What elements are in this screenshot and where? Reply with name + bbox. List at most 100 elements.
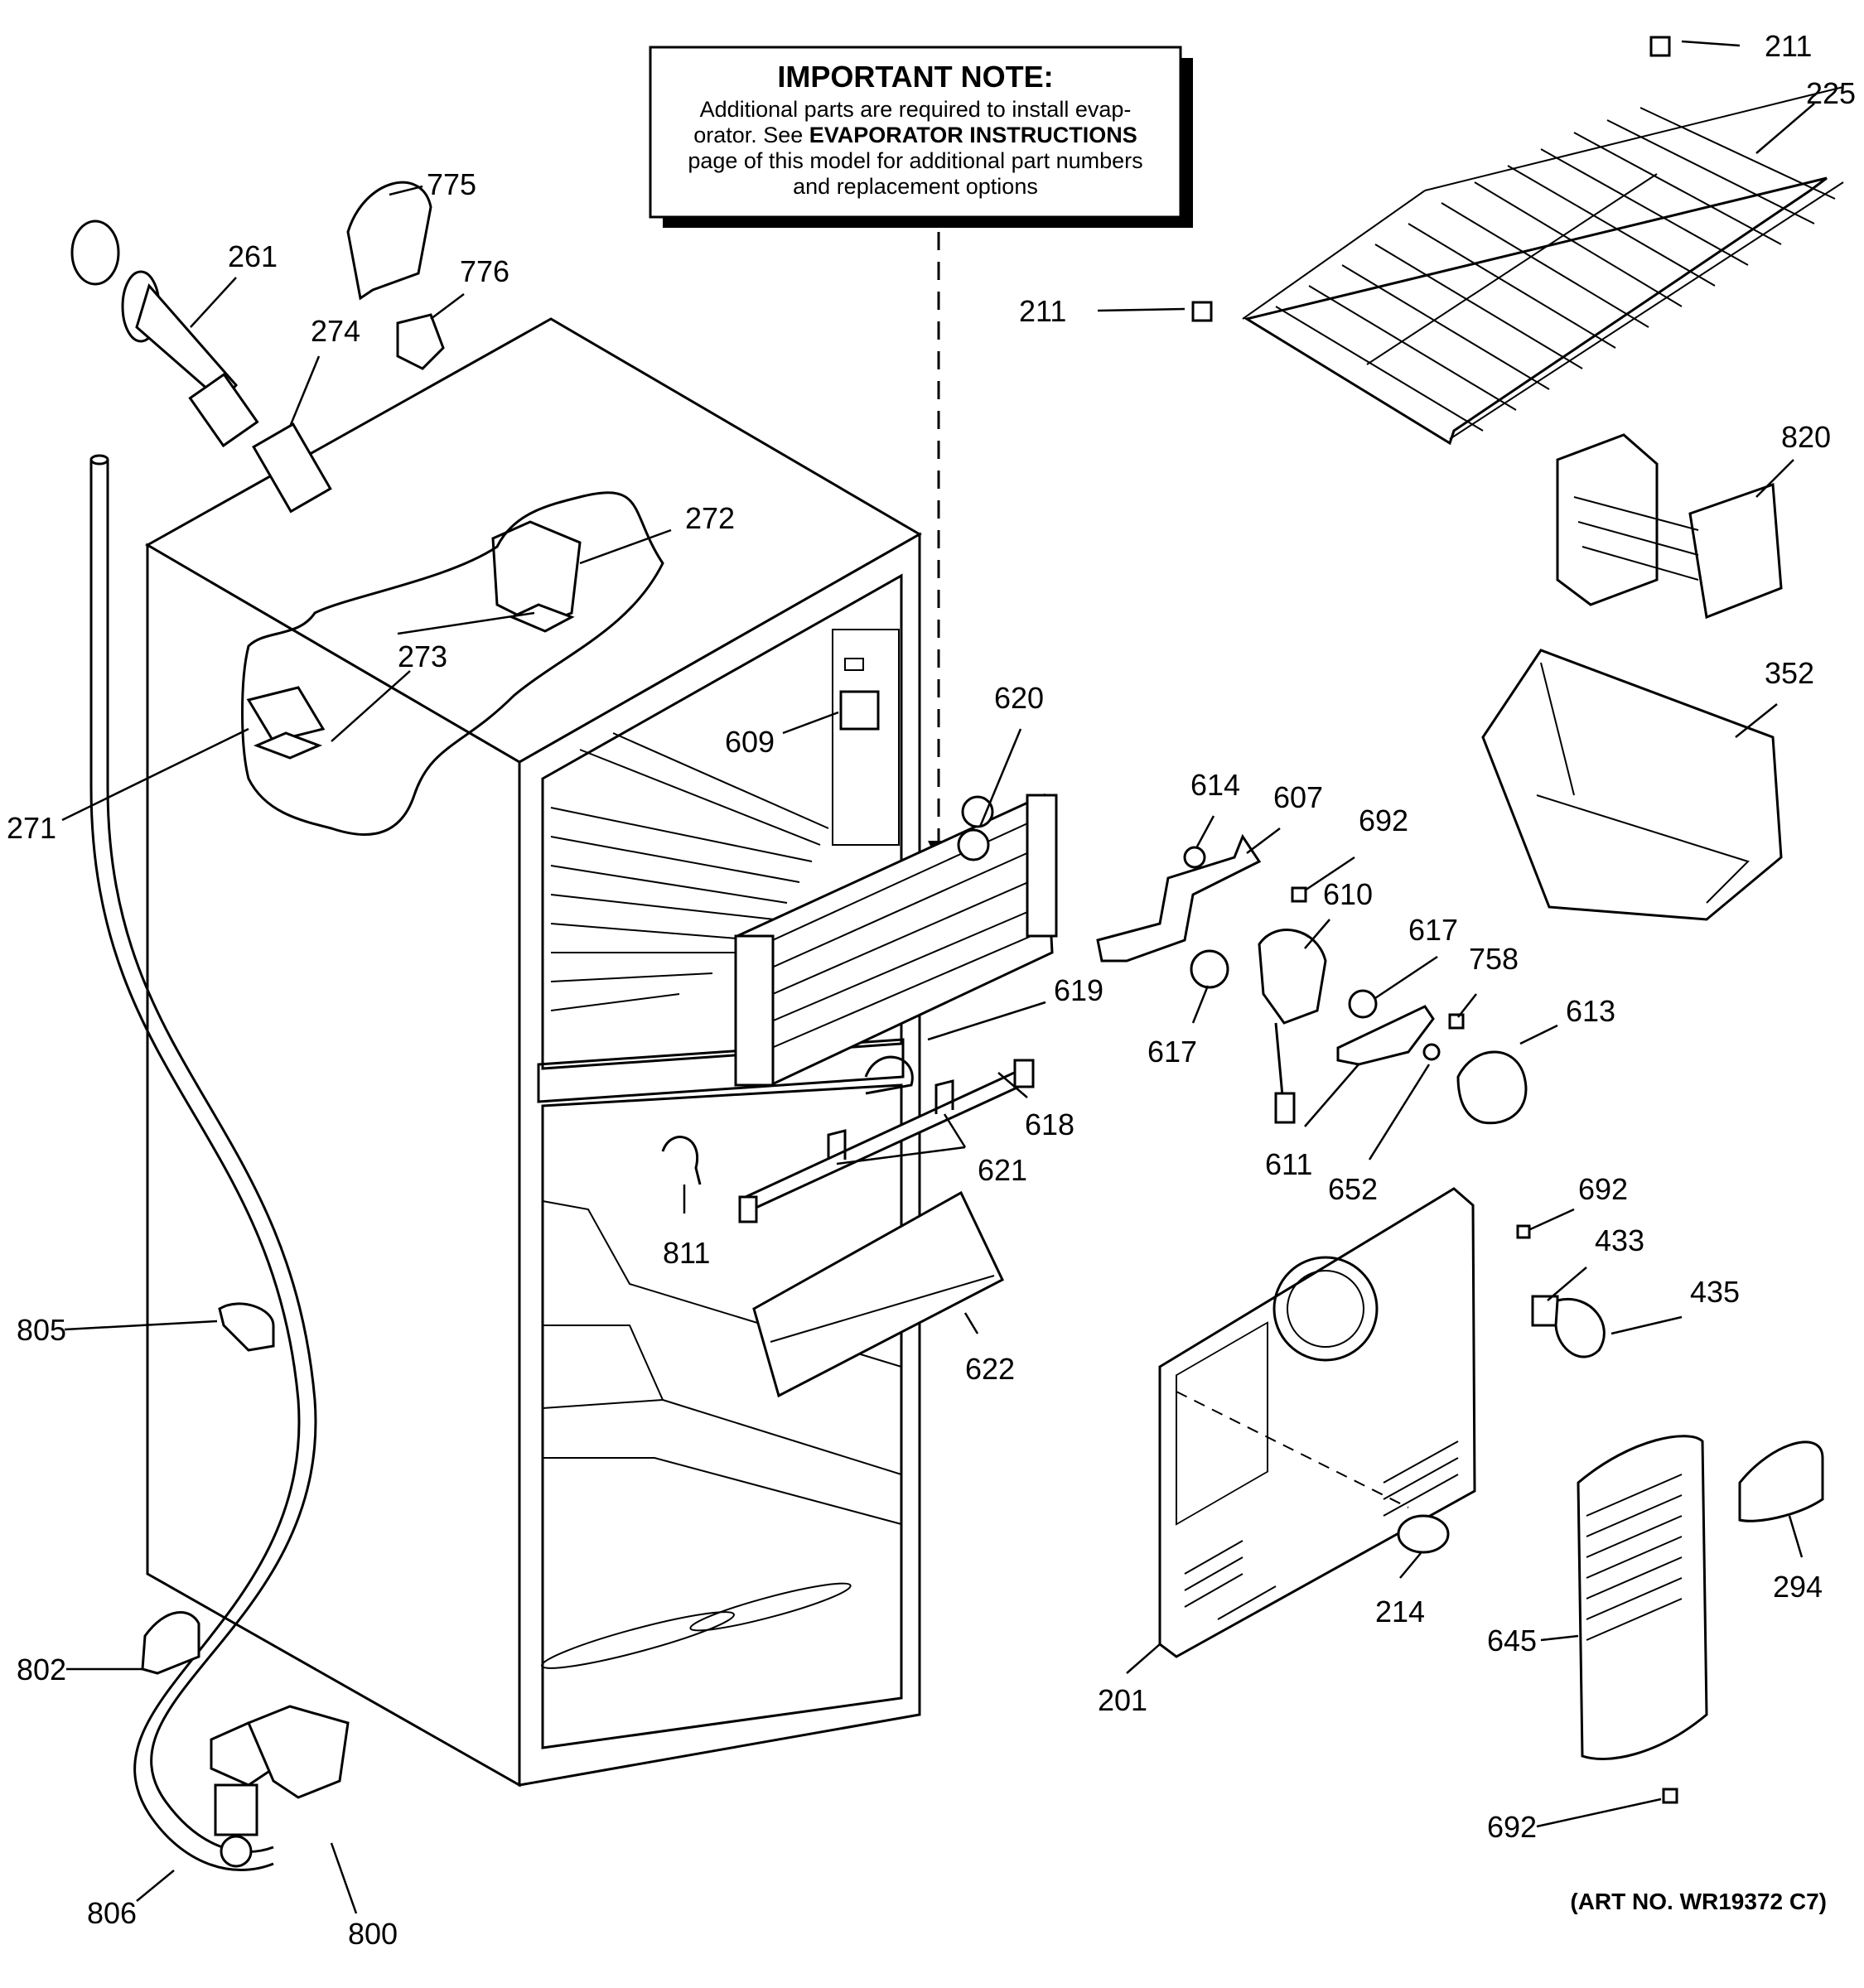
motor-connector: [1274, 1092, 1296, 1124]
note-line-1: Additional parts are required to install…: [700, 97, 1132, 122]
grommet-617-right: [1348, 989, 1378, 1019]
part-label-617-right: 617: [1408, 913, 1458, 947]
tape-pad-273a: [509, 603, 575, 633]
water-tube-inner: [106, 460, 317, 1853]
drain-trough-622: [752, 1190, 1004, 1398]
part-label-211-left: 211: [1019, 294, 1066, 328]
guide-802: [141, 1611, 200, 1675]
note-title: IMPORTANT NOTE:: [777, 60, 1053, 94]
part-label-802: 802: [17, 1653, 66, 1686]
wire-shelf-225: [1242, 86, 1844, 446]
trough-crease: [770, 1275, 995, 1343]
part-label-261: 261: [228, 239, 278, 273]
grommet-614: [1183, 846, 1206, 869]
cap-620: [957, 828, 990, 861]
water-tube-outer: [89, 460, 301, 1871]
control-housing: [832, 629, 900, 846]
inlet-tube-assembly: [70, 220, 332, 514]
part-label-614: 614: [1190, 768, 1240, 802]
note-line-2-prefix: orator. See: [693, 123, 809, 147]
important-note: IMPORTANT NOTE: Additional parts are req…: [649, 46, 1193, 863]
strap-811: [661, 1136, 702, 1185]
screw-758: [1448, 1013, 1465, 1030]
part-label-618: 618: [1025, 1107, 1074, 1141]
tape-pad-273b: [253, 731, 323, 760]
light-socket-433: [1531, 1295, 1559, 1327]
part-label-800: 800: [348, 1917, 398, 1951]
part-label-692-bracket: 692: [1359, 803, 1408, 837]
part-label-274: 274: [311, 314, 360, 348]
fan-motor-610: [1258, 929, 1327, 1025]
part-label-273: 273: [398, 639, 447, 673]
clamp-805: [218, 1302, 275, 1352]
water-tube-end: [89, 454, 109, 466]
part-label-619: 619: [1054, 973, 1103, 1007]
tape-strip-271: [246, 686, 326, 743]
part-label-294: 294: [1773, 1570, 1823, 1604]
part-label-352: 352: [1765, 656, 1814, 690]
light-shield-slots: [1586, 1474, 1683, 1641]
part-label-805: 805: [17, 1313, 66, 1347]
lens-294: [1738, 1440, 1824, 1522]
clamp-776: [396, 313, 445, 370]
nut-652: [1422, 1043, 1441, 1061]
part-label-806: 806: [87, 1896, 137, 1930]
part-label-211-top: 211: [1765, 29, 1812, 63]
clip-621a: [827, 1129, 847, 1160]
cover-bracket-775: [346, 181, 432, 301]
light-bulb-435: [1554, 1298, 1606, 1358]
part-label-214: 214: [1375, 1595, 1425, 1629]
part-label-620: 620: [994, 681, 1044, 715]
note-line-4: and replacement options: [793, 174, 1038, 199]
part-label-272: 272: [685, 501, 735, 535]
note-box: [649, 46, 1182, 219]
screw-692-bracket: [1291, 886, 1307, 903]
part-label-225: 225: [1806, 76, 1856, 110]
part-label-611: 611: [1265, 1147, 1312, 1181]
evaporator: [734, 793, 1058, 1088]
foam-insulation-wrap: [241, 491, 664, 837]
part-label-617-left: 617: [1147, 1035, 1197, 1069]
part-label-607: 607: [1273, 780, 1323, 814]
fresh-food-opening: [541, 1083, 903, 1749]
motor-bracket-607: [1096, 833, 1262, 963]
cabinet-side: [146, 543, 521, 1788]
fan-blade-613: [1456, 1050, 1528, 1125]
clip-619: [864, 1055, 914, 1095]
part-label-613: 613: [1566, 994, 1615, 1028]
part-label-645: 645: [1487, 1624, 1537, 1657]
screw-692-shield: [1662, 1788, 1678, 1804]
note-line-3: page of this model for additional part n…: [688, 148, 1142, 173]
leader-lines: [61, 40, 1815, 1914]
part-label-820: 820: [1781, 420, 1831, 454]
grommet-617-left: [1190, 949, 1229, 989]
part-label-811: 811: [663, 1236, 710, 1270]
part-label-621: 621: [978, 1153, 1027, 1187]
part-label-622: 622: [965, 1352, 1015, 1386]
support-bracket-611: [1336, 1005, 1435, 1066]
ice-bucket-352: [1481, 649, 1783, 921]
part-label-775: 775: [427, 167, 476, 201]
freezer-rear-ribs: [550, 732, 829, 1011]
part-label-652: 652: [1328, 1172, 1378, 1206]
art-number: (ART NO. WR19372 C7): [1570, 1889, 1827, 1914]
evaporator-cover-201: [1158, 1187, 1476, 1658]
part-label-610: 610: [1323, 877, 1373, 911]
part-label-201: 201: [1098, 1683, 1147, 1717]
screw-692-cover: [1516, 1224, 1531, 1239]
part-label-776: 776: [460, 254, 509, 288]
freezer-opening: [541, 573, 903, 1070]
part-label-609: 609: [725, 725, 775, 759]
light-shield-645: [1577, 1435, 1708, 1760]
shelf-bumper-211-left: [1191, 301, 1213, 322]
part-label-271: 271: [7, 811, 56, 845]
water-valve-800: [210, 1705, 350, 1868]
tape-strip-272: [491, 520, 582, 627]
note-line-2: orator. See EVAPORATOR INSTRUCTIONS: [693, 123, 1137, 147]
cabinet-front: [518, 532, 921, 1787]
part-labels: 211 225 211 820 352 775 776 261 274 272 …: [7, 29, 1856, 1951]
refrigerator-cabinet: [144, 317, 923, 1788]
part-label-692-shield: 692: [1487, 1810, 1537, 1844]
clip-621b: [934, 1079, 954, 1114]
part-label-692-cover: 692: [1578, 1172, 1628, 1206]
